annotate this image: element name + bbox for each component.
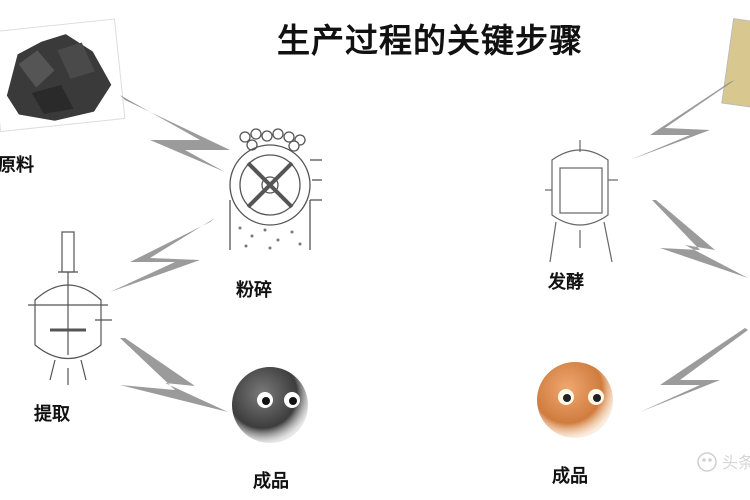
- grinder-illustration: [229, 128, 322, 250]
- svg-text:头条号: 头条号: [722, 453, 750, 472]
- label-fermentation: 发酵: [548, 272, 584, 293]
- arrow-raw-to-crush: [120, 95, 230, 172]
- label-product-right: 成品: [552, 466, 588, 487]
- arrow-raw-to-ferment: [630, 80, 735, 160]
- arrow-ferment-to-right: [652, 200, 748, 278]
- raw-material-image-right: [721, 18, 750, 108]
- page-title: 生产过程的关键步骤: [277, 21, 583, 60]
- arrow-right-to-product: [640, 328, 748, 412]
- raw-material-image: [0, 18, 126, 133]
- arrow-crush-to-extract: [110, 218, 215, 292]
- label-raw-material: 原料: [0, 155, 34, 176]
- arrow-extract-to-product: [120, 338, 228, 412]
- watermark-logo: 头条号: [697, 452, 750, 472]
- label-product-left: 成品: [253, 471, 289, 492]
- label-crushing: 粉碎: [236, 280, 272, 301]
- fermentation-tank-illustration: [545, 140, 618, 263]
- label-extraction: 提取: [34, 404, 70, 425]
- product-ball-orange: [537, 362, 613, 438]
- product-ball-gray: [232, 367, 308, 443]
- extraction-tank-illustration: [28, 231, 112, 385]
